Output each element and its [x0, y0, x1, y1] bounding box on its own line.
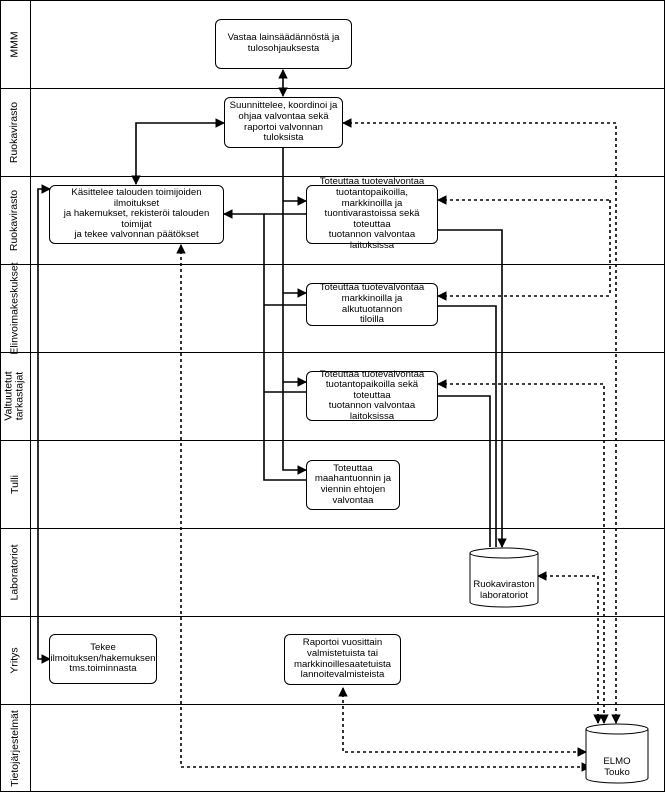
- box-handle-notifications: Käsittelee talouden toimijoiden ilmoituk…: [49, 185, 224, 244]
- lane-label-mmm: MMM: [8, 30, 21, 58]
- box-yritys-report: Raportoi vuosittain valmistetuista tai m…: [284, 634, 401, 685]
- lane-label-elinvoimakeskukset: Elinvoimakeskukset: [8, 261, 21, 355]
- lab-database-label: Ruokaviraston laboratoriot: [473, 579, 535, 601]
- elmo-database-label: ELMO Touko: [603, 756, 631, 778]
- lane-label-ruokavirasto-1: Ruokavirasto: [8, 101, 21, 163]
- lane-label-ruokavirasto-2: Ruokavirasto: [8, 189, 21, 251]
- lane-label-valtuutetut-tarkastajat: Valtuutetut tarkastajat: [3, 371, 26, 421]
- box-implement-ely: Toteuttaa tuotevalvontaa markkinoilla ja…: [306, 283, 438, 326]
- box-tulli-control: Toteuttaa maahantuonnin ja viennin ehtoj…: [306, 460, 400, 510]
- box-implement-ruokavirasto: Toteuttaa tuotevalvontaa tuotantopaikoil…: [306, 177, 438, 251]
- box-mmm-legislation: Vastaa lainsäädännöstä ja tulosohjaukses…: [215, 19, 352, 69]
- elmo-database-icon: [585, 723, 649, 784]
- lane-label-yritys: Yritys: [8, 646, 21, 674]
- box-implement-authorised: Toteuttaa tuotevalvontaa tuotantopaikoil…: [306, 369, 438, 422]
- lane-label-tulli: Tulli: [8, 474, 21, 494]
- lab-database-icon: [469, 547, 539, 608]
- lane-label-laboratoriot: Laboratoriot: [8, 543, 21, 601]
- box-yritys-notification: Tekee ilmoituksen/hakemuksen tms.toiminn…: [49, 634, 157, 684]
- box-plan-coordinate: Suunnittelee, koordinoi ja ohjaa valvont…: [224, 97, 343, 148]
- lane-label-tietojarjestelmat: Tietojärjestelmät: [8, 709, 21, 787]
